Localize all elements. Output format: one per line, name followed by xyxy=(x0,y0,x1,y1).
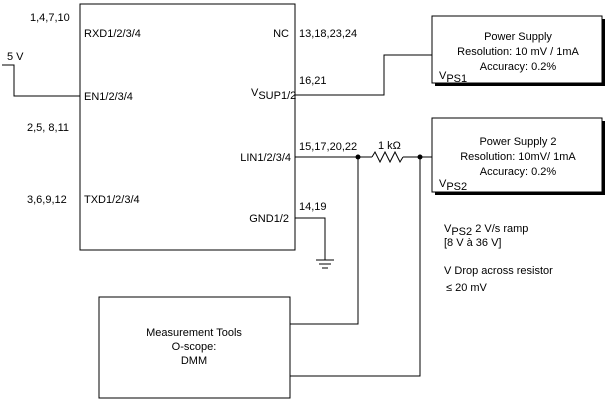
power-supply-2-title: Power Supply 2 xyxy=(479,136,556,148)
enable-wire xyxy=(2,64,80,97)
power-supply-2-ref: VPS2 xyxy=(439,178,467,193)
power-supply-1-ref-sub: PS1 xyxy=(446,73,467,85)
power-supply-1-accuracy: Accuracy: 0.2% xyxy=(480,61,557,73)
power-supply-2-accuracy: Accuracy: 0.2% xyxy=(480,166,557,178)
vsup-pin-numbers: 16,21 xyxy=(299,75,327,87)
power-supply-1-resolution: Resolution: 10 mV / 1mA xyxy=(457,46,579,58)
en-pin-label: EN1/2/3/4 xyxy=(84,91,133,103)
measurement-tools-line1: Measurement Tools xyxy=(146,327,242,339)
vsup-pin-label-v: V xyxy=(251,87,259,99)
txd-pin-numbers: 3,6,9,12 xyxy=(27,194,67,206)
power-supply-2-box xyxy=(431,117,603,193)
resistor-label: 1 kΩ xyxy=(378,140,401,152)
rxd-pin-label: RXD1/2/3/4 xyxy=(84,28,141,40)
ramp-note-sub: PS2 xyxy=(451,226,472,238)
drop-note-line2: ≤ 20 mV xyxy=(446,282,488,294)
ramp-range-note: [8 V à 36 V] xyxy=(444,237,501,249)
power-supply-2-ref-sub: PS2 xyxy=(446,181,467,193)
transceiver-ic-box xyxy=(79,3,296,251)
gnd-wire xyxy=(295,217,326,260)
power-supply-2-resolution: Resolution: 10mV/ 1mA xyxy=(460,151,576,163)
power-supply-1-box xyxy=(431,15,603,84)
measurement-tools-line3: DMM xyxy=(181,355,207,367)
measure-wire-ps2 xyxy=(290,157,421,377)
ground-icon xyxy=(316,259,334,269)
ramp-note-text: 2 V/s ramp xyxy=(472,223,528,235)
vsup-wire xyxy=(295,54,432,96)
rxd-pin-numbers: 1,4,7,10 xyxy=(30,12,70,24)
lin-pin-numbers: 15,17,20,22 xyxy=(299,141,357,153)
nc-pin-numbers: 13,18,23,24 xyxy=(299,28,357,40)
drop-note-line1: V Drop across resistor xyxy=(444,265,553,277)
vsup-pin-label-sub: SUP1/2 xyxy=(258,90,296,102)
lin-pin-label: LIN1/2/3/4 xyxy=(240,152,291,164)
vsup-pin-label: VSUP1/2 xyxy=(251,87,296,102)
measurement-tools-line2: O-scope: xyxy=(172,341,217,353)
resistor-symbol xyxy=(371,150,404,164)
measure-wire-lin xyxy=(290,157,359,325)
gnd-pin-label: GND1/2 xyxy=(249,213,289,225)
txd-pin-label: TXD1/2/3/4 xyxy=(84,194,140,206)
ramp-note: VPS2 2 V/s ramp xyxy=(444,223,528,238)
gnd-pin-numbers: 14,19 xyxy=(299,201,327,213)
power-supply-1-ref-v: V xyxy=(439,70,447,82)
nc-pin-label: NC xyxy=(273,28,289,40)
measurement-tools-box xyxy=(98,296,291,399)
power-supply-2-ref-v: V xyxy=(439,178,447,190)
enable-supply-label: 5 V xyxy=(7,51,24,63)
en-pin-numbers: 2,5, 8,11 xyxy=(27,122,69,134)
power-supply-1-title: Power Supply xyxy=(484,31,552,43)
ramp-note-v: V xyxy=(444,223,452,235)
power-supply-1-ref: VPS1 xyxy=(439,70,467,85)
